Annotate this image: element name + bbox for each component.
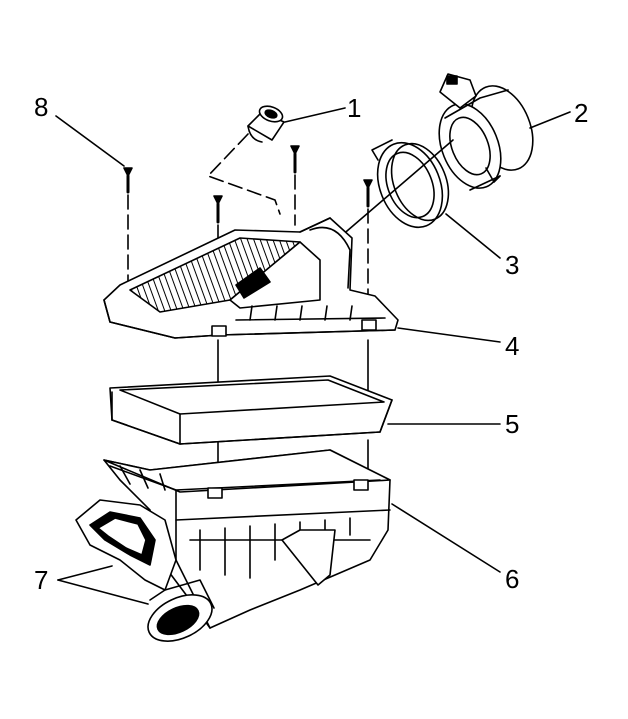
callout-8: 8	[34, 92, 48, 122]
upper-housing-part	[103, 217, 399, 339]
assembly-lines-solid	[217, 139, 454, 481]
callout-3: 3	[505, 250, 519, 280]
callout-5: 5	[505, 409, 519, 439]
callout-7: 7	[34, 565, 48, 595]
callout-6: 6	[505, 564, 519, 594]
callout-4: 4	[505, 331, 519, 361]
leader-lines	[55, 107, 571, 605]
sleeve-part	[247, 105, 285, 143]
callout-labels: 1 2 3 4 5 6 7 8	[34, 92, 588, 595]
inlet-duct-part	[75, 499, 215, 642]
callout-2: 2	[574, 98, 588, 128]
air-filter-part	[109, 375, 393, 445]
lower-housing-part	[103, 449, 391, 629]
screw-part	[123, 145, 373, 224]
maf-sensor-part	[438, 73, 534, 191]
callout-1: 1	[347, 93, 361, 123]
